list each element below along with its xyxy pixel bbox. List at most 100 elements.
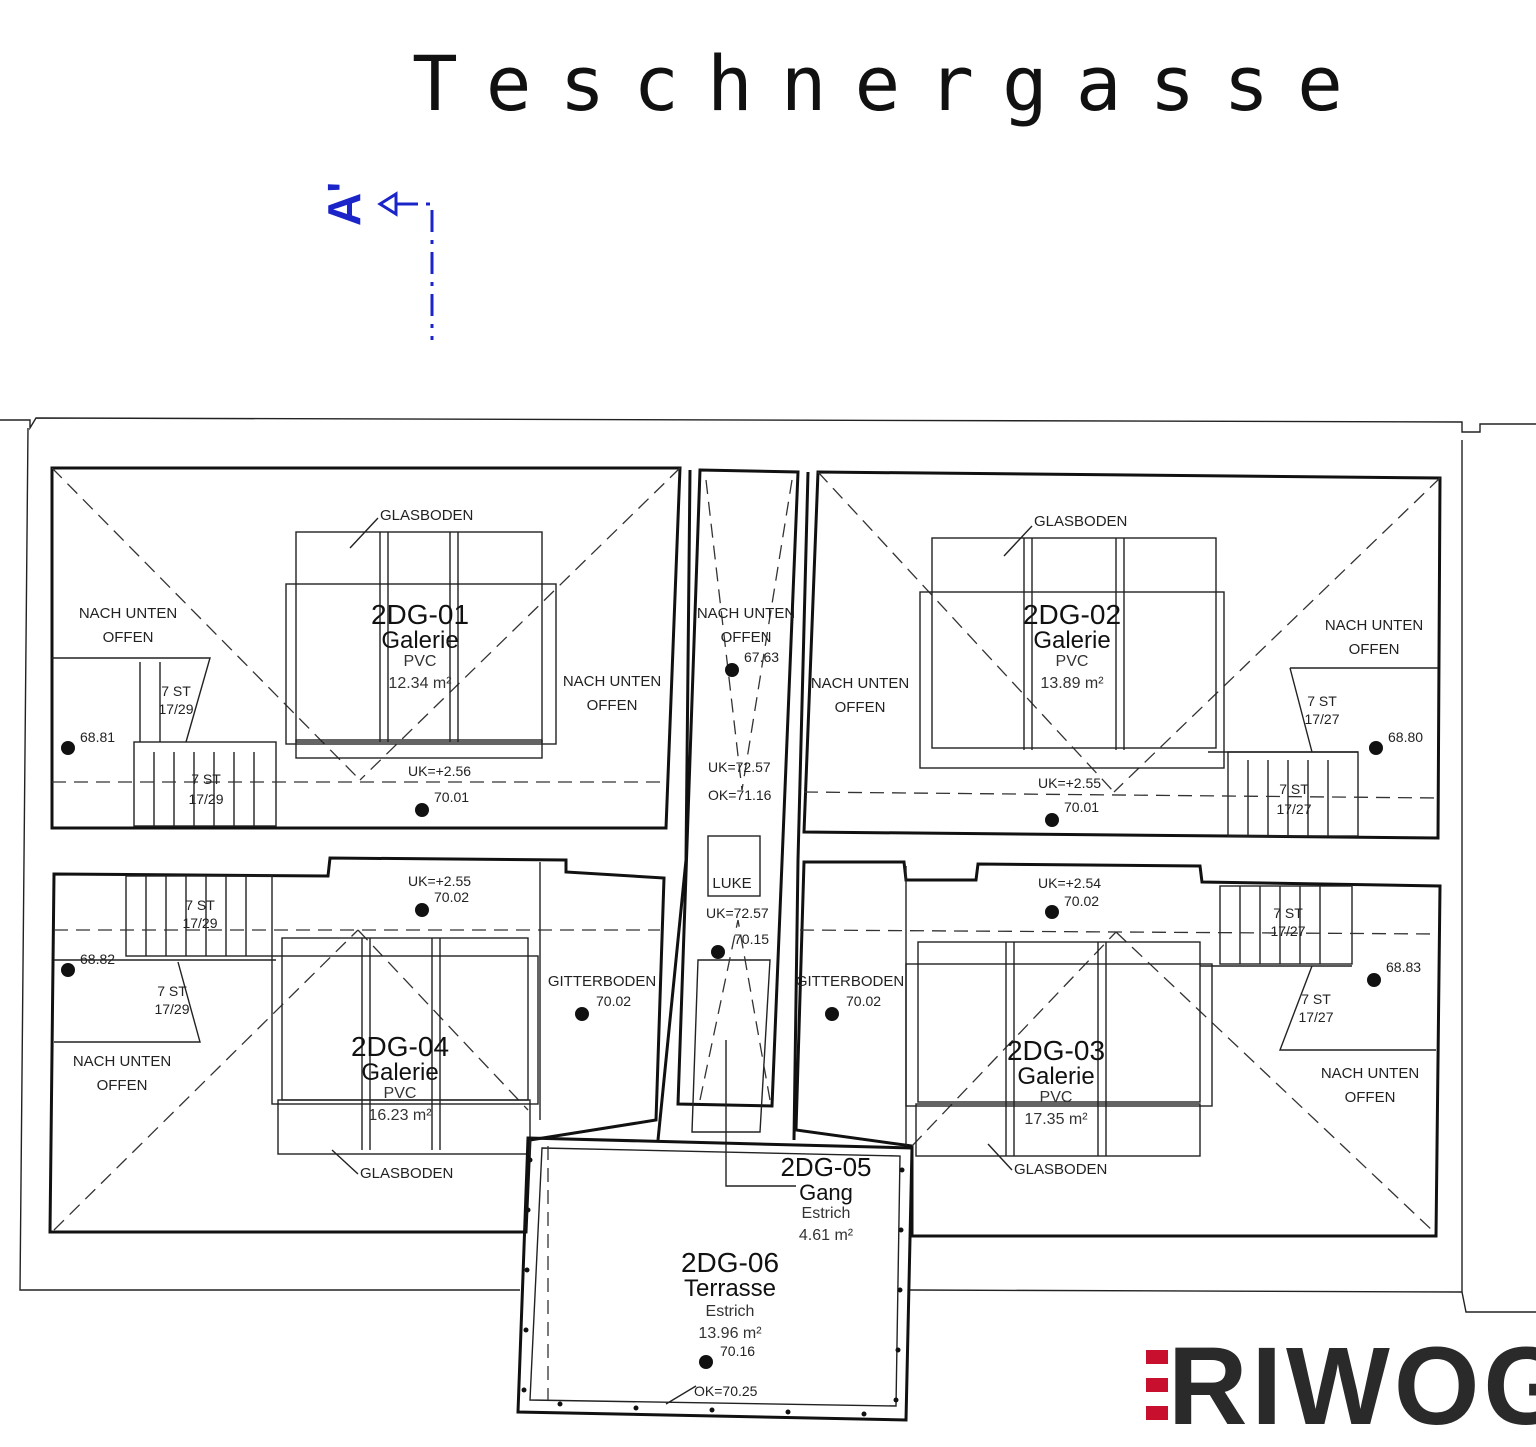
- label-luke: LUKE: [712, 875, 751, 892]
- label-gitterboden: GITTERBODEN: [796, 973, 904, 990]
- room-id: 2DG-06: [681, 1247, 779, 1278]
- level-marker-icon: [1045, 905, 1059, 919]
- label-steps: 7 ST: [1301, 991, 1331, 1007]
- room-id: 2DG-01: [371, 599, 469, 630]
- label-glasboden: GLASBODEN: [380, 507, 473, 524]
- unit-2dg-03: [794, 860, 1442, 1238]
- level-value: 68.81: [80, 729, 115, 745]
- level-marker-icon: [61, 963, 75, 977]
- level-value: UK=+2.55: [1038, 775, 1101, 791]
- room-floor: Estrich: [706, 1303, 755, 1320]
- label-steps: 7 ST: [185, 897, 215, 913]
- label-ratio: 17/29: [158, 701, 193, 717]
- central-shaft: [656, 468, 810, 1187]
- label-offen: OFFEN: [587, 697, 638, 714]
- label-steps: 7 ST: [191, 771, 221, 787]
- label-offen: OFFEN: [1345, 1089, 1396, 1106]
- label-nach-unten: NACH UNTEN: [73, 1053, 171, 1070]
- label-nach-unten: NACH UNTEN: [563, 673, 661, 690]
- room-floor: PVC: [404, 653, 437, 670]
- level-marker-icon: [711, 945, 725, 959]
- label-glasboden: GLASBODEN: [360, 1165, 453, 1182]
- level-value: UK=72.57: [706, 905, 769, 921]
- label-ratio: 17/27: [1270, 923, 1305, 939]
- level-value: 70.15: [734, 931, 769, 947]
- label-nach-unten: NACH UNTEN: [79, 605, 177, 622]
- room-name: Galerie: [361, 1059, 438, 1086]
- level-value: 70.02: [434, 889, 469, 905]
- level-value: OK=71.16: [708, 787, 772, 803]
- building-outline: [0, 417, 1536, 1313]
- label-ratio: 17/29: [182, 915, 217, 931]
- label-steps: 7 ST: [1279, 781, 1309, 797]
- level-value: OK=70.25: [694, 1383, 758, 1399]
- unit-2dg-04: [48, 856, 666, 1234]
- level-value: 70.16: [720, 1343, 755, 1359]
- unit-2dg-01: [50, 466, 682, 830]
- label-offen: OFFEN: [1349, 641, 1400, 658]
- label-ratio: 17/27: [1304, 711, 1339, 727]
- street-name: Teschnergasse: [412, 39, 1371, 128]
- level-marker-icon: [1369, 741, 1383, 755]
- label-gitterboden: GITTERBODEN: [548, 973, 656, 990]
- room-area: 13.89 m²: [1040, 675, 1104, 692]
- level-value: UK=+2.56: [408, 763, 471, 779]
- level-marker-icon: [1045, 813, 1059, 827]
- level-value: 68.80: [1388, 729, 1423, 745]
- label-nach-unten: NACH UNTEN: [811, 675, 909, 692]
- brand-name: RIWOG: [1168, 1325, 1536, 1447]
- room-area: 4.61 m²: [799, 1227, 854, 1244]
- label-ratio: 17/29: [188, 791, 223, 807]
- level-value: 70.02: [1064, 893, 1099, 909]
- label-ratio: 17/27: [1276, 801, 1311, 817]
- section-marker-label: A': [318, 182, 370, 226]
- level-marker-icon: [575, 1007, 589, 1021]
- room-name: Terrasse: [684, 1275, 776, 1302]
- room-area: 13.96 m²: [698, 1325, 762, 1342]
- room-area: 12.34 m²: [388, 675, 452, 692]
- level-value: UK=+2.55: [408, 873, 471, 889]
- room-area: 16.23 m²: [368, 1107, 432, 1124]
- label-ratio: 17/27: [1298, 1009, 1333, 1025]
- label-steps: 7 ST: [1307, 693, 1337, 709]
- unit-2dg-02: [802, 470, 1442, 840]
- level-value: 70.01: [1064, 799, 1099, 815]
- level-value: 68.82: [80, 951, 115, 967]
- label-steps: 7 ST: [157, 983, 187, 999]
- label-nach-unten: NACH UNTEN: [1321, 1065, 1419, 1082]
- room-area: 17.35 m²: [1024, 1111, 1088, 1128]
- label-ratio: 17/29: [154, 1001, 189, 1017]
- room-id: 2DG-05: [780, 1152, 871, 1182]
- label-offen: OFFEN: [835, 699, 886, 716]
- riwog-logo: RIWOG: [1146, 1325, 1536, 1447]
- label-offen: OFFEN: [103, 629, 154, 646]
- label-steps: 7 ST: [161, 683, 191, 699]
- room-floor: PVC: [1040, 1089, 1073, 1106]
- room-floor: PVC: [384, 1085, 417, 1102]
- level-value: UK=72.57: [708, 759, 771, 775]
- label-steps: 7 ST: [1273, 905, 1303, 921]
- room-floor: Estrich: [802, 1205, 851, 1222]
- section-marker: A': [318, 182, 434, 340]
- room-name: Galerie: [1017, 1063, 1094, 1090]
- level-value: UK=+2.54: [1038, 875, 1101, 891]
- room-name: Gang: [799, 1180, 853, 1205]
- level-marker-icon: [61, 741, 75, 755]
- level-marker-icon: [825, 1007, 839, 1021]
- room-name: Galerie: [381, 627, 458, 654]
- level-value: 70.02: [596, 993, 631, 1009]
- room-id: 2DG-03: [1007, 1035, 1105, 1066]
- room-floor: PVC: [1056, 653, 1089, 670]
- level-marker-icon: [415, 903, 429, 917]
- room-name: Galerie: [1033, 627, 1110, 654]
- label-nach-unten: NACH UNTEN: [697, 605, 795, 622]
- room-id: 2DG-02: [1023, 599, 1121, 630]
- level-value: 70.02: [846, 993, 881, 1009]
- terrace-bollards: [521, 1157, 905, 1417]
- room-id: 2DG-04: [351, 1031, 449, 1062]
- label-offen: OFFEN: [97, 1077, 148, 1094]
- level-marker-icon: [415, 803, 429, 817]
- level-value: 70.01: [434, 789, 469, 805]
- level-value: 67.63: [744, 649, 779, 665]
